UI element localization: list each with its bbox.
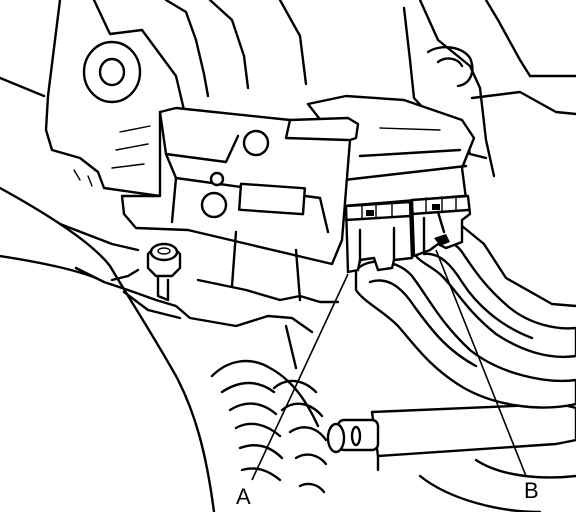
callout-a-label: A bbox=[236, 484, 251, 509]
callout-a-leader bbox=[251, 273, 349, 481]
callout-b-leader bbox=[435, 249, 527, 477]
corrugated-boot bbox=[210, 324, 328, 494]
callout-b-label: B bbox=[524, 478, 539, 503]
connector-a bbox=[344, 200, 414, 274]
lower-left-panel bbox=[0, 186, 340, 512]
mounting-bolt bbox=[110, 242, 182, 302]
lower-hose bbox=[326, 402, 576, 512]
upper-left-bracket bbox=[0, 0, 308, 198]
control-unit bbox=[120, 106, 360, 266]
harness-a bbox=[354, 260, 576, 409]
connector-b bbox=[410, 194, 472, 258]
